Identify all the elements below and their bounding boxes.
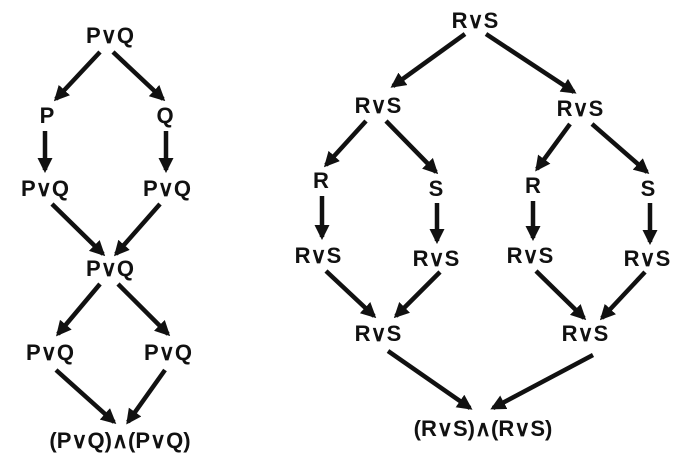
node-right-branch-right: R∨S: [557, 96, 604, 121]
arrow: [116, 282, 171, 337]
arrow: [50, 202, 106, 257]
node-right-rs3: R∨S: [507, 243, 554, 268]
arrow: [323, 119, 368, 168]
node-left-conclusion: (P∨Q)∧(P∨Q): [49, 428, 190, 453]
arrow: [324, 269, 377, 319]
node-right-r-right: R: [525, 173, 541, 198]
arrow: [535, 122, 572, 172]
arrow: [386, 349, 473, 410]
node-left-split-right: P∨Q: [144, 340, 192, 365]
node-right-merge-left: R∨S: [355, 321, 402, 346]
node-left-p-or-q-left: P∨Q: [21, 176, 69, 201]
arrow: [490, 353, 595, 410]
arrow: [126, 368, 167, 425]
arrow: [484, 32, 577, 94]
node-right-branch-left: R∨S: [355, 93, 402, 118]
arrow: [534, 269, 587, 321]
node-left-q: Q: [156, 103, 173, 128]
right-tree: R∨S R∨S R∨S R S R S R∨S R∨S R∨S R∨S R∨S …: [295, 8, 671, 441]
node-right-conclusion: (R∨S)∧(R∨S): [414, 416, 553, 441]
arrow: [111, 50, 166, 102]
node-right-s-left: S: [429, 176, 444, 201]
node-right-rs1: R∨S: [295, 243, 342, 268]
arrow: [590, 122, 650, 175]
node-left-split-left: P∨Q: [26, 340, 74, 365]
arrow: [599, 270, 647, 321]
node-left-p-or-q-right: P∨Q: [143, 176, 191, 201]
node-right-merge-right: R∨S: [562, 321, 609, 346]
arrow: [54, 368, 117, 425]
node-right-root: R∨S: [452, 8, 499, 33]
node-right-r-left: R: [313, 168, 329, 193]
arrow: [390, 32, 467, 88]
left-tree: P∨Q P Q P∨Q P∨Q P∨Q P∨Q P∨Q (P∨Q)∧(P∨Q): [21, 23, 192, 453]
arrow: [53, 50, 102, 102]
node-right-rs2: R∨S: [413, 246, 460, 271]
node-right-s-right: S: [641, 176, 656, 201]
node-left-p: P: [40, 103, 55, 128]
arrow: [113, 202, 162, 257]
arrow: [393, 270, 442, 319]
node-left-root: P∨Q: [86, 23, 134, 48]
node-left-merge: P∨Q: [86, 256, 134, 281]
node-right-rs4: R∨S: [624, 246, 671, 271]
arrow: [56, 282, 102, 337]
arrow: [384, 119, 439, 175]
